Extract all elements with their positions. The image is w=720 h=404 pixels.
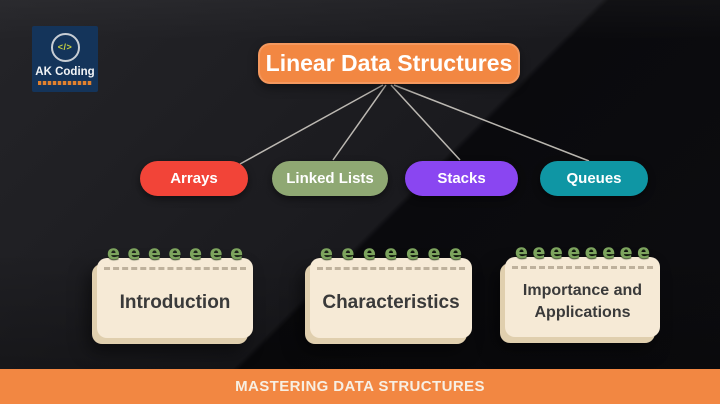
card-label: Introduction <box>119 292 231 314</box>
connector-stacks <box>390 84 461 161</box>
perforation-line <box>512 266 653 269</box>
spiral-ring-icon: e <box>189 242 202 264</box>
spiral-ring-icon: e <box>406 242 419 264</box>
spiral-ring-icon: e <box>584 241 598 263</box>
spiral-ring-icon: e <box>384 242 398 264</box>
code-circle-icon: </> <box>50 33 80 62</box>
node-stacks: Stacks <box>405 161 518 196</box>
spiral-ring-icon: e <box>363 242 376 264</box>
perforation-line <box>317 267 465 270</box>
logo-tagline <box>38 81 92 85</box>
spiral-ring-icon: e <box>619 241 633 263</box>
spiral-ring-icon: e <box>567 241 581 263</box>
spiral-ring-icon: e <box>127 242 141 264</box>
spiral-ring-icon: e <box>209 242 223 264</box>
footer-banner-text: MASTERING DATA STRUCTURES <box>235 378 485 395</box>
connector-linked-lists <box>332 84 387 161</box>
connector-arrays <box>239 84 384 165</box>
card-label: Characteristics <box>322 292 460 314</box>
spiral-ring-icon: e <box>168 242 182 264</box>
card-label: Importance and Applications <box>522 282 643 321</box>
code-glyph: </> <box>57 42 73 52</box>
spiral-ring-icon: e <box>148 242 161 264</box>
spiral-ring-icon: e <box>602 241 616 263</box>
spiral-ring-icon: e <box>449 242 462 264</box>
spiral-ring-icon: e <box>515 241 528 263</box>
spiral-ring-icon: e <box>549 241 563 263</box>
spiral-ring-icon: e <box>230 242 243 264</box>
perforation-line <box>104 267 246 270</box>
spiral-ring-icon: e <box>427 242 441 264</box>
ak-coding-logo: </> AK Coding <box>32 26 98 92</box>
spiral-ring-icon: e <box>532 241 546 263</box>
node-queues: Queues <box>540 161 648 196</box>
spiral-ring-icon: e <box>107 242 120 264</box>
connector-queues <box>393 84 590 162</box>
footer-banner: MASTERING DATA STRUCTURES <box>0 369 720 404</box>
spiral-ring-icon: e <box>637 241 650 263</box>
node-linked-lists: Linked Lists <box>272 161 388 196</box>
logo-brand-text: AK Coding <box>35 66 95 78</box>
node-arrays: Arrays <box>140 161 248 196</box>
root-node-title: Linear Data Structures <box>258 43 520 84</box>
spiral-ring-icon: e <box>320 242 333 264</box>
spiral-ring-icon: e <box>341 242 355 264</box>
